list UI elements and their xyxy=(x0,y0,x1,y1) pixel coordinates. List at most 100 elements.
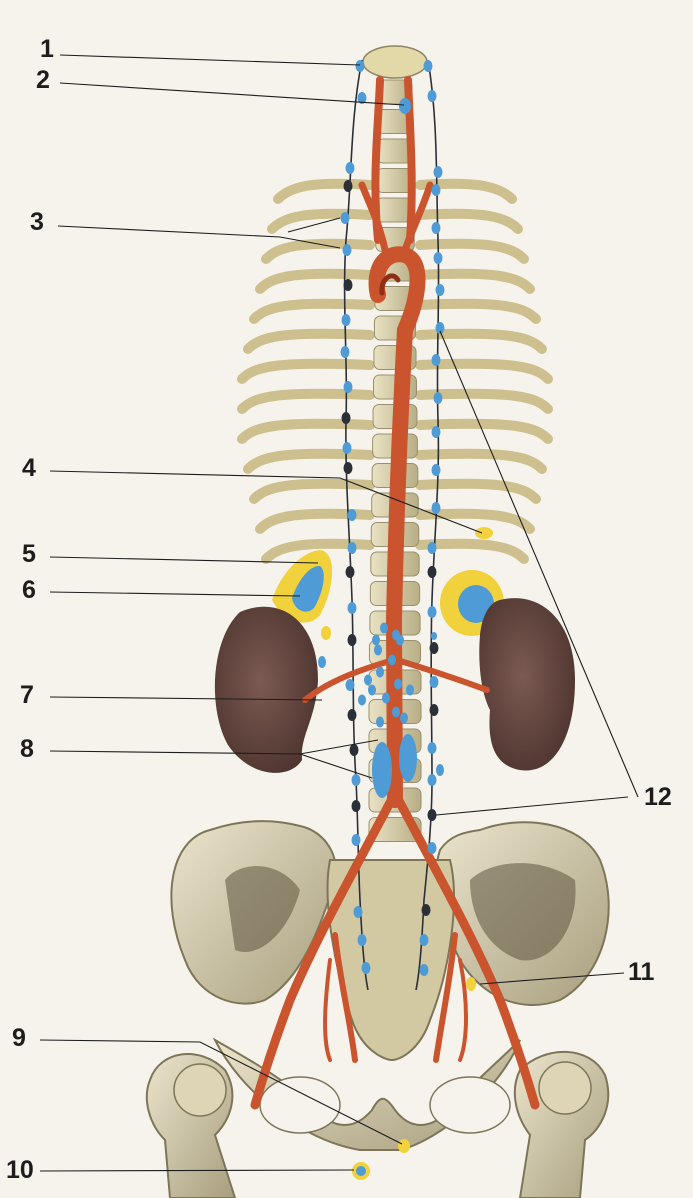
node xyxy=(431,222,441,234)
aortic-body xyxy=(406,684,414,696)
aortic-body xyxy=(392,706,400,718)
label-5: 5 xyxy=(22,540,36,568)
node xyxy=(340,346,350,358)
label-3: 3 xyxy=(30,208,44,236)
node xyxy=(433,252,443,264)
node xyxy=(431,502,441,514)
aortic-body xyxy=(372,634,380,646)
aortic-body xyxy=(358,694,366,706)
node xyxy=(419,964,429,976)
node xyxy=(433,392,443,404)
rib xyxy=(255,268,375,294)
node xyxy=(429,642,439,654)
node xyxy=(435,322,445,334)
aorta-and-branches xyxy=(250,76,540,1110)
rib xyxy=(243,448,375,474)
label-4: 4 xyxy=(22,454,36,482)
node xyxy=(347,634,357,646)
rib xyxy=(261,238,375,264)
rib xyxy=(415,268,535,294)
aortic-glomus xyxy=(399,734,417,782)
node xyxy=(343,180,353,192)
aortic-body xyxy=(374,644,382,656)
rib xyxy=(267,208,375,234)
aortic-body xyxy=(376,716,384,728)
node xyxy=(349,744,359,756)
node xyxy=(351,834,361,846)
node xyxy=(347,542,357,554)
label-1: 1 xyxy=(40,35,54,63)
right-kidney xyxy=(479,598,575,771)
left-adrenal-gland xyxy=(272,550,333,623)
node xyxy=(423,60,433,72)
node xyxy=(427,809,437,821)
rib xyxy=(415,418,553,444)
rib xyxy=(237,418,375,444)
node xyxy=(342,442,352,454)
rib xyxy=(255,508,375,534)
node xyxy=(399,98,411,114)
aortic-body xyxy=(380,622,388,634)
node xyxy=(341,412,351,424)
label-8: 8 xyxy=(20,735,34,763)
node xyxy=(341,314,351,326)
rib xyxy=(249,478,375,504)
node xyxy=(427,542,437,554)
label-6: 6 xyxy=(22,576,36,604)
node xyxy=(429,676,439,688)
aortic-body xyxy=(364,674,372,686)
node xyxy=(427,606,437,618)
rib xyxy=(237,388,375,414)
node xyxy=(355,60,365,72)
node xyxy=(435,284,445,296)
node xyxy=(427,742,437,754)
atlas-vertebra xyxy=(362,45,428,79)
node xyxy=(429,704,439,716)
node xyxy=(427,842,437,854)
aortic-body xyxy=(376,666,384,678)
paraganglia-nodes xyxy=(318,60,445,976)
node xyxy=(427,566,437,578)
node xyxy=(431,426,441,438)
node xyxy=(318,656,326,668)
node xyxy=(357,92,367,104)
rib xyxy=(415,208,523,234)
aortic-body xyxy=(382,692,390,704)
node xyxy=(345,566,355,578)
node xyxy=(431,184,441,196)
rib xyxy=(243,328,375,354)
rib xyxy=(415,328,547,354)
node xyxy=(361,962,371,974)
node xyxy=(345,679,355,691)
node xyxy=(351,774,361,786)
node xyxy=(343,381,353,393)
rib xyxy=(415,238,529,264)
node xyxy=(340,212,350,224)
label-10: 10 xyxy=(6,1156,34,1184)
rib xyxy=(415,448,547,474)
node xyxy=(347,709,357,721)
node xyxy=(431,632,437,640)
aortic-body xyxy=(396,634,404,646)
node xyxy=(431,354,441,366)
aortic-body xyxy=(368,684,376,696)
node xyxy=(343,279,353,291)
rib xyxy=(415,478,541,504)
node xyxy=(347,602,357,614)
node xyxy=(433,166,443,178)
label-12: 12 xyxy=(644,783,672,811)
node xyxy=(419,934,429,946)
rib xyxy=(415,388,553,414)
leader-lines xyxy=(39,54,639,1172)
rib xyxy=(415,358,553,384)
aortic-body xyxy=(388,654,396,666)
rib xyxy=(249,298,375,324)
pelvis xyxy=(145,820,610,1198)
node xyxy=(427,90,437,102)
label-2: 2 xyxy=(36,66,50,94)
node xyxy=(343,462,353,474)
label-7: 7 xyxy=(20,681,34,709)
node xyxy=(345,162,355,174)
